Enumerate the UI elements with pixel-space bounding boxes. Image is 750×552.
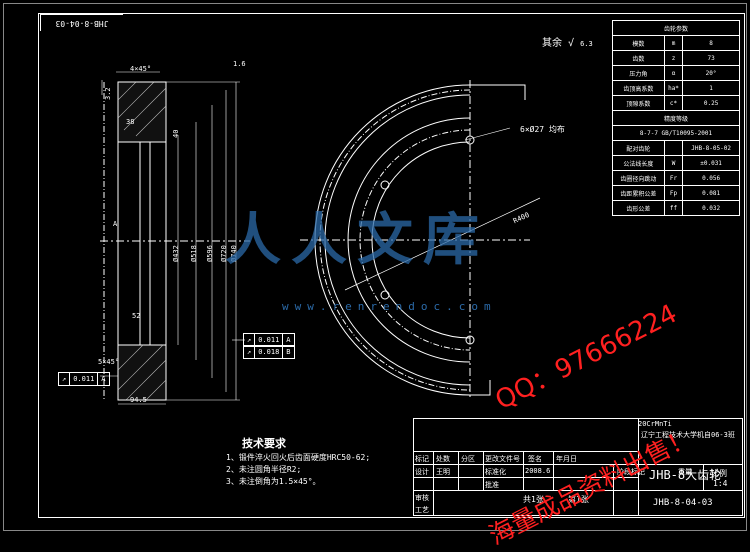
watermark-text: 人人文库 bbox=[225, 207, 489, 273]
title-block: 辽宁工程技术大学机自06-3班 JHB-8大齿轮 20CrMnTi JHB-8-… bbox=[413, 418, 743, 516]
datum-a: A bbox=[113, 220, 118, 228]
dia-596: Ø596 bbox=[206, 245, 214, 262]
drawing-frame bbox=[38, 13, 745, 518]
dim-40: 40 bbox=[172, 129, 180, 138]
tolerance-frame-2: ↗ 0.018 B bbox=[243, 345, 295, 359]
roughness-note: 其余 √ 6.3 bbox=[542, 38, 593, 49]
roughness-top: 1.6 bbox=[233, 60, 246, 68]
dia-518: Ø518 bbox=[190, 245, 198, 262]
sheet-number: 第1张 bbox=[568, 495, 589, 504]
front-view bbox=[300, 80, 541, 400]
designer-name: 王明 bbox=[436, 468, 450, 476]
tech-requirements-title: 技术要求 bbox=[242, 437, 286, 450]
chamfer-top-label: 4×45° bbox=[130, 65, 152, 73]
chamfer-bottom-label: 5×45° bbox=[98, 358, 120, 366]
params-row: 8-7-7 GB/T10095-2001 bbox=[612, 125, 740, 141]
university-name: 辽宁工程技术大学机自06-3班 bbox=[641, 431, 735, 439]
params-row: 精度等级 bbox=[612, 110, 740, 126]
material: 20CrMnTi bbox=[638, 420, 672, 428]
watermark-url: www.renrendoc.com bbox=[282, 300, 497, 313]
tech-item: 1、锻件淬火回火后齿面硬度HRC50-62; bbox=[226, 453, 371, 462]
tolerance-frame-left: ↗ 0.011 A bbox=[58, 372, 110, 386]
section-view bbox=[100, 71, 250, 405]
dim-52: 52 bbox=[132, 312, 141, 320]
roughness-symbol-icon: √ bbox=[568, 38, 575, 49]
tech-requirements-list: 1、锻件淬火回火后齿面硬度HRC50-62; 2、未注圆角半径R2; 3、未注倒… bbox=[226, 452, 370, 488]
hole-note: 6×Ø27 均布 bbox=[520, 125, 565, 134]
runout-icon: ↗ bbox=[59, 373, 71, 385]
tech-item: 2、未注圆角半径R2; bbox=[226, 465, 302, 474]
dim-width: 94.5 bbox=[130, 396, 147, 404]
scale-label: 比例 bbox=[711, 469, 727, 478]
part-name: JHB-8大齿轮 bbox=[649, 468, 722, 482]
tolerance-frame-1: ↗ 0.011 A bbox=[243, 333, 295, 347]
roughness-side: 3.2 bbox=[104, 87, 112, 100]
drawing-geometry bbox=[100, 71, 541, 405]
runout-icon: ↗ bbox=[244, 346, 256, 358]
dim-38: 38 bbox=[126, 118, 135, 126]
drawing-code: JHB-8-04-03 bbox=[653, 498, 713, 508]
params-row: 齿轮参数 bbox=[612, 20, 740, 36]
outer-border bbox=[3, 3, 747, 531]
runout-icon: ↗ bbox=[244, 334, 256, 346]
tech-item: 3、未注倒角为1.5×45°。 bbox=[226, 477, 321, 486]
scale-value: 1:4 bbox=[713, 479, 728, 488]
sheet-count: 共1张 bbox=[523, 495, 544, 504]
dia-432: Ø432 bbox=[172, 245, 180, 262]
